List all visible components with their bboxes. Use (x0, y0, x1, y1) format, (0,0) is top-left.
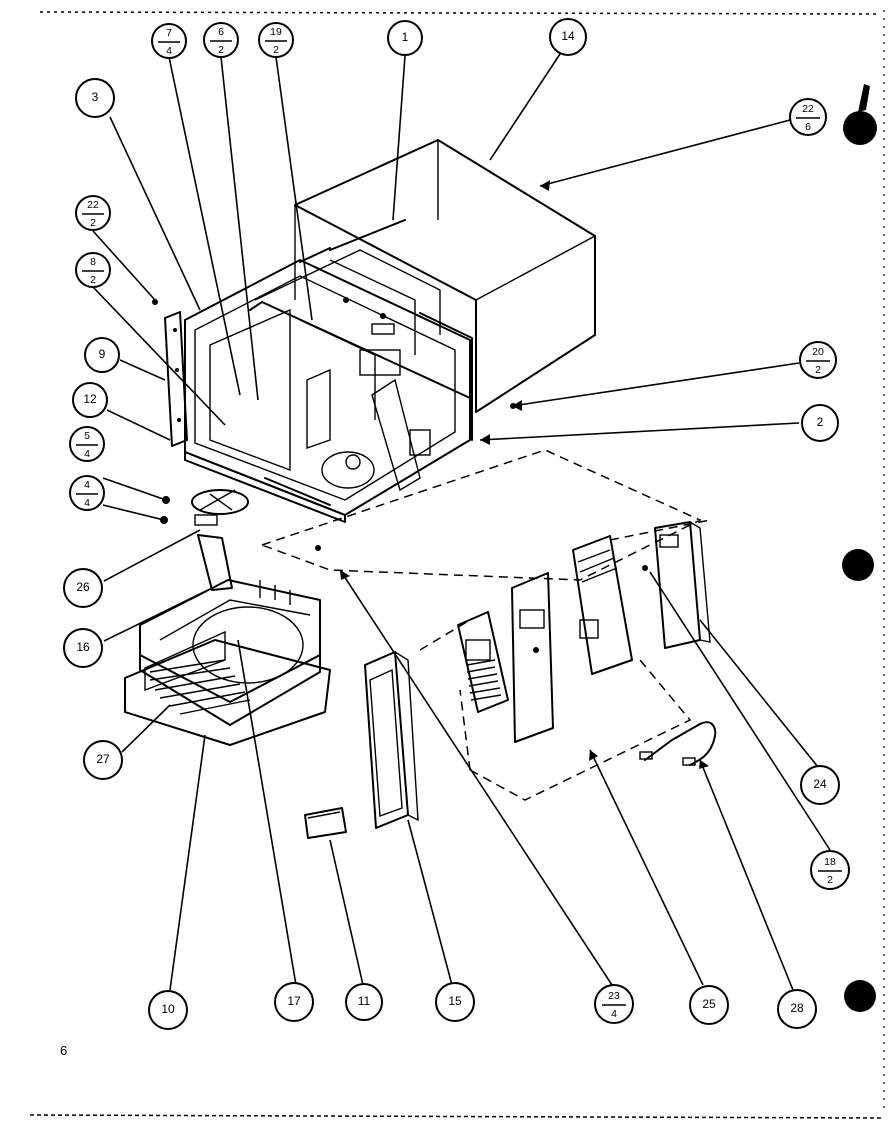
callout-6-2-num: 6 (218, 26, 224, 38)
page-number: 6 (60, 1043, 68, 1058)
callout-27-label: 27 (96, 752, 110, 766)
callout-2: 2 (801, 404, 839, 442)
turntable-motor (191, 489, 249, 591)
callout-9: 9 (84, 337, 120, 373)
callout-8-2: 8 2 (75, 252, 111, 288)
callout-28: 28 (777, 989, 817, 1029)
callout-7-4: 7 4 (151, 23, 187, 59)
callout-3: 3 (75, 78, 115, 118)
callout-27: 27 (83, 740, 123, 780)
callout-12: 12 (72, 382, 108, 418)
punch-hole-tail (858, 84, 870, 112)
hinge-bracket (164, 311, 188, 447)
callout-23-4: 23 4 (594, 984, 634, 1024)
callout-22-6: 22 6 (789, 98, 827, 136)
callout-18-2-den: 2 (827, 874, 833, 886)
punch-hole-mark-bottom (844, 980, 876, 1012)
callout-5-4-num: 5 (84, 430, 90, 442)
assembly-boundary (259, 449, 702, 581)
page-edge-marks (29, 10, 885, 1119)
callout-22-2-den: 2 (90, 217, 96, 229)
callout-18-2-num: 18 (824, 856, 836, 868)
callout-10: 10 (148, 990, 188, 1030)
callout-11-label: 11 (358, 994, 371, 1008)
callout-20-2-den: 2 (815, 364, 821, 376)
control-panel-group (304, 519, 717, 839)
callout-23-4-den: 4 (611, 1008, 617, 1020)
callout-3-label: 3 (92, 90, 99, 104)
callout-1-label: 1 (402, 30, 409, 44)
callout-20-2-num: 20 (812, 346, 824, 358)
callout-25: 25 (689, 985, 729, 1025)
callout-19-2-den: 2 (273, 44, 279, 56)
callout-26-label: 26 (76, 580, 90, 594)
callout-15: 15 (435, 982, 475, 1022)
callout-14: 14 (549, 18, 587, 56)
callout-6-2: 6 2 (203, 22, 239, 58)
callout-7-4-den: 4 (166, 45, 172, 57)
callout-22-6-den: 6 (805, 121, 811, 133)
callout-25-label: 25 (702, 997, 716, 1011)
callout-17: 17 (274, 982, 314, 1022)
callout-23-4-num: 23 (608, 990, 620, 1002)
callout-2-label: 2 (817, 415, 824, 429)
callout-16-label: 16 (76, 640, 90, 654)
callout-24-label: 24 (813, 777, 827, 791)
oven-cavity (184, 219, 473, 523)
callout-8-2-den: 2 (90, 274, 96, 286)
callout-19-2-num: 19 (270, 26, 282, 38)
callout-10-label: 10 (161, 1002, 175, 1016)
callout-19-2: 19 2 (258, 22, 294, 58)
callout-15-label: 15 (448, 994, 462, 1008)
outer-cabinet-wrap (294, 139, 596, 413)
callout-22-6-num: 22 (802, 103, 814, 115)
callout-6-2-den: 2 (218, 44, 224, 56)
callout-17-label: 17 (287, 994, 301, 1008)
callout-11: 11 (345, 983, 383, 1021)
punch-hole-mark-top (843, 111, 877, 145)
callout-28-label: 28 (790, 1001, 804, 1015)
callout-4-4-den: 4 (84, 497, 90, 509)
leader-lines (92, 53, 831, 991)
callout-4-4: 4 4 (69, 475, 105, 511)
callout-26: 26 (63, 568, 103, 608)
callout-12-label: 12 (83, 392, 97, 406)
callout-7-4-num: 7 (166, 27, 172, 39)
callout-8-2-num: 8 (90, 256, 96, 268)
punch-hole-mark-middle (842, 549, 874, 581)
callout-22-2: 22 2 (75, 195, 111, 231)
callout-20-2: 20 2 (799, 341, 837, 379)
callout-9-label: 9 (99, 347, 106, 361)
base-plate-assembly (124, 579, 331, 746)
callout-14-label: 14 (561, 29, 575, 43)
callout-22-2-num: 22 (87, 199, 99, 211)
callout-16: 16 (63, 628, 103, 668)
small-fasteners (152, 299, 648, 571)
callout-24: 24 (800, 765, 840, 805)
callout-18-2: 18 2 (810, 850, 850, 890)
callout-5-4-den: 4 (84, 448, 90, 460)
callout-4-4-num: 4 (84, 479, 90, 491)
callout-5-4: 5 4 (69, 426, 105, 462)
callout-1: 1 (387, 20, 423, 56)
